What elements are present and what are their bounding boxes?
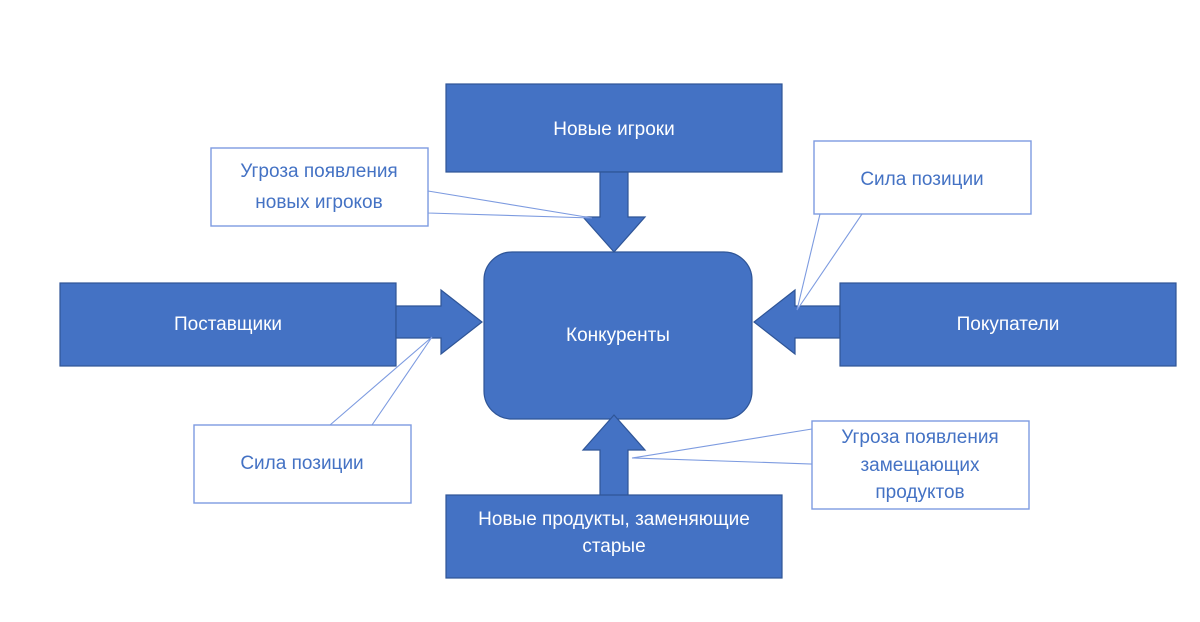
node-suppliers-box[interactable] — [59, 282, 397, 367]
node-competitors-label: Конкуренты — [566, 325, 670, 346]
callout-threat-of-new-entrants-line1: Угроза появления — [240, 161, 397, 182]
node-competitors[interactable]: Конкуренты — [483, 251, 753, 420]
callout-bargaining-power-of-suppliers-line1: Сила позиции — [240, 453, 363, 474]
callout-threat-of-new-entrants[interactable]: Угроза появления новых игроков — [210, 147, 593, 227]
callout-bargaining-power-of-buyers[interactable]: Сила позиции — [796, 140, 1032, 311]
callout-bargaining-power-of-buyers-line1: Сила позиции — [860, 169, 983, 190]
arrow-down-icon — [581, 171, 647, 253]
node-buyers-box[interactable] — [839, 282, 1177, 367]
arrow-up-icon — [581, 414, 647, 497]
callout-threat-of-substitutes-line2: замещающих — [860, 455, 980, 476]
arrow-right-icon — [395, 288, 483, 356]
callout-threat-of-substitutes-box[interactable] — [811, 420, 1030, 510]
node-substitutes[interactable]: Новые продукты, заменяющие старые — [445, 494, 783, 579]
node-substitutes-label-line1: Новые продукты, заменяющие — [478, 509, 750, 530]
node-suppliers-label: Поставщики — [174, 314, 282, 335]
callout-threat-of-new-entrants-line2: новых игроков — [255, 192, 382, 213]
node-new-entrants-box[interactable] — [445, 83, 783, 173]
callout-threat-of-substitutes-line3: продуктов — [875, 482, 964, 503]
arrow-left-icon — [753, 288, 841, 356]
node-substitutes-box[interactable] — [445, 494, 783, 579]
node-new-entrants-label: Новые игроки — [553, 119, 675, 140]
callout-threat-of-substitutes[interactable]: Угроза появления замещающих продуктов — [631, 420, 1030, 510]
node-substitutes-label-line2: старые — [582, 536, 645, 557]
callout-threat-of-new-entrants-tail — [427, 190, 593, 219]
node-buyers[interactable]: Покупатели — [839, 282, 1177, 367]
callout-bargaining-power-of-buyers-box[interactable] — [813, 140, 1032, 215]
callout-bargaining-power-of-suppliers[interactable]: Сила позиции — [193, 336, 433, 504]
callout-threat-of-substitutes-line1: Угроза появления — [841, 427, 998, 448]
callout-threat-of-new-entrants-box[interactable] — [210, 147, 429, 227]
node-buyers-label: Покупатели — [957, 314, 1060, 335]
callout-threat-of-substitutes-tail — [631, 428, 813, 465]
node-suppliers[interactable]: Поставщики — [59, 282, 397, 367]
node-new-entrants[interactable]: Новые игроки — [445, 83, 783, 173]
callout-bargaining-power-of-suppliers-box[interactable] — [193, 424, 412, 504]
